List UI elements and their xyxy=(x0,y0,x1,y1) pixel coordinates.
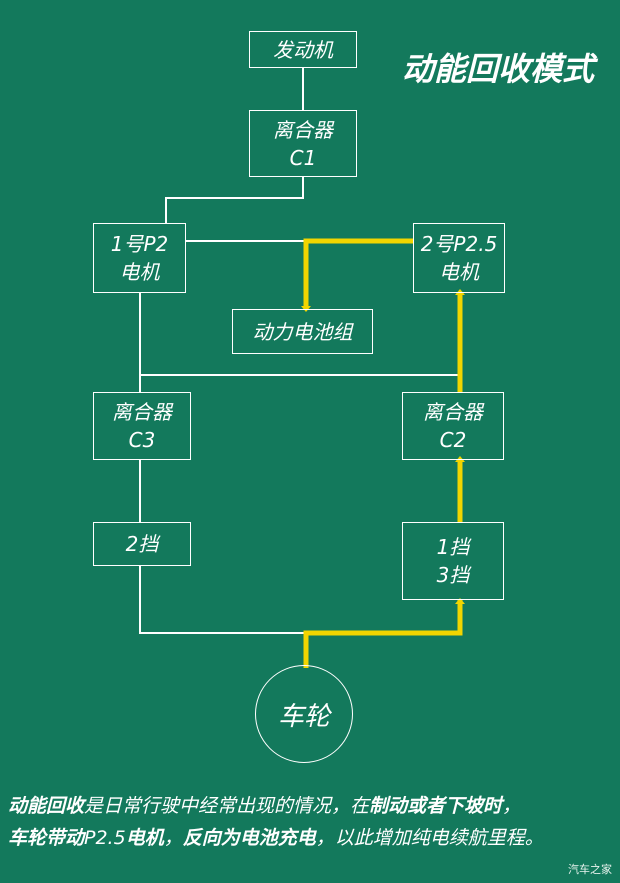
battery-label: 动力电池组 xyxy=(252,319,353,344)
caption-p25: P2.5 xyxy=(84,827,126,849)
flow-wheel-gear13 xyxy=(303,600,463,668)
clutch-c1-box: 离合器 C1 xyxy=(249,110,357,177)
caption-line-2: 车轮带动P2.5电机，反向为电池充电，以此增加纯电续航里程。 xyxy=(8,822,616,854)
motor-p2-label: 1号P2 xyxy=(110,232,169,256)
caption-line-1: 动能回收是日常行驶中经常出现的情况，在制动或者下坡时， xyxy=(8,790,616,822)
clutch-c1-label: 离合器 xyxy=(273,117,333,142)
wheel-circle: 车轮 xyxy=(255,665,353,763)
gear-1-3-box: 1挡 3挡 xyxy=(402,522,504,600)
clutch-c1-code: C1 xyxy=(289,145,317,170)
clutch-c2-box: 离合器 C2 xyxy=(402,392,504,460)
diagram-title: 动能回收模式 xyxy=(401,50,594,88)
engine-box: 发动机 xyxy=(249,31,357,68)
gear-3-label: 3挡 xyxy=(436,563,470,587)
clutch-c2-code: C2 xyxy=(439,428,467,452)
link-c1-p2 xyxy=(165,176,304,223)
engine-label: 发动机 xyxy=(273,37,333,62)
gear-2-box: 2挡 xyxy=(93,522,191,566)
flow-p25-battery xyxy=(303,238,413,309)
caption-ending: ，以此增加纯电续航里程。 xyxy=(315,827,544,849)
clutch-c2-label: 离合器 xyxy=(423,400,483,424)
link-gear2-wheel xyxy=(139,566,305,634)
watermark: 汽车之家 xyxy=(568,863,612,876)
motor-p2-box: 1号P2 电机 xyxy=(93,223,186,293)
caption: 动能回收是日常行驶中经常出现的情况，在制动或者下坡时， 车轮带动P2.5电机，反… xyxy=(8,790,616,854)
gear-2-label: 2挡 xyxy=(125,532,159,556)
caption-term: 动能回收 xyxy=(8,795,85,817)
motor-p25-box: 2号P2.5 电机 xyxy=(413,223,505,293)
motor-p2-sublabel: 电机 xyxy=(119,260,160,284)
clutch-c3-label: 离合器 xyxy=(112,400,172,424)
energy-flow-path xyxy=(303,238,463,668)
clutch-c3-code: C3 xyxy=(128,428,156,452)
caption-wheel-drive: 车轮带动 xyxy=(8,827,85,849)
wheel-label: 车轮 xyxy=(277,701,330,732)
caption-condition: 制动或者下坡时 xyxy=(369,795,503,817)
caption-text: 是日常行驶中经常出现的情况，在 xyxy=(84,795,370,817)
arrow-to-gear13 xyxy=(455,598,465,604)
motor-p25-label: 2号P2.5 xyxy=(420,232,498,256)
gear-1-label: 1挡 xyxy=(436,535,470,559)
caption-motor: 电机 xyxy=(125,827,164,849)
battery-box: 动力电池组 xyxy=(232,309,373,354)
caption-charge: 反向为电池充电 xyxy=(182,827,316,849)
caption-comma-2: ， xyxy=(163,827,183,849)
motor-p25-sublabel: 电机 xyxy=(439,260,479,284)
caption-comma: ， xyxy=(502,795,522,817)
clutch-c3-box: 离合器 C3 xyxy=(93,392,191,460)
